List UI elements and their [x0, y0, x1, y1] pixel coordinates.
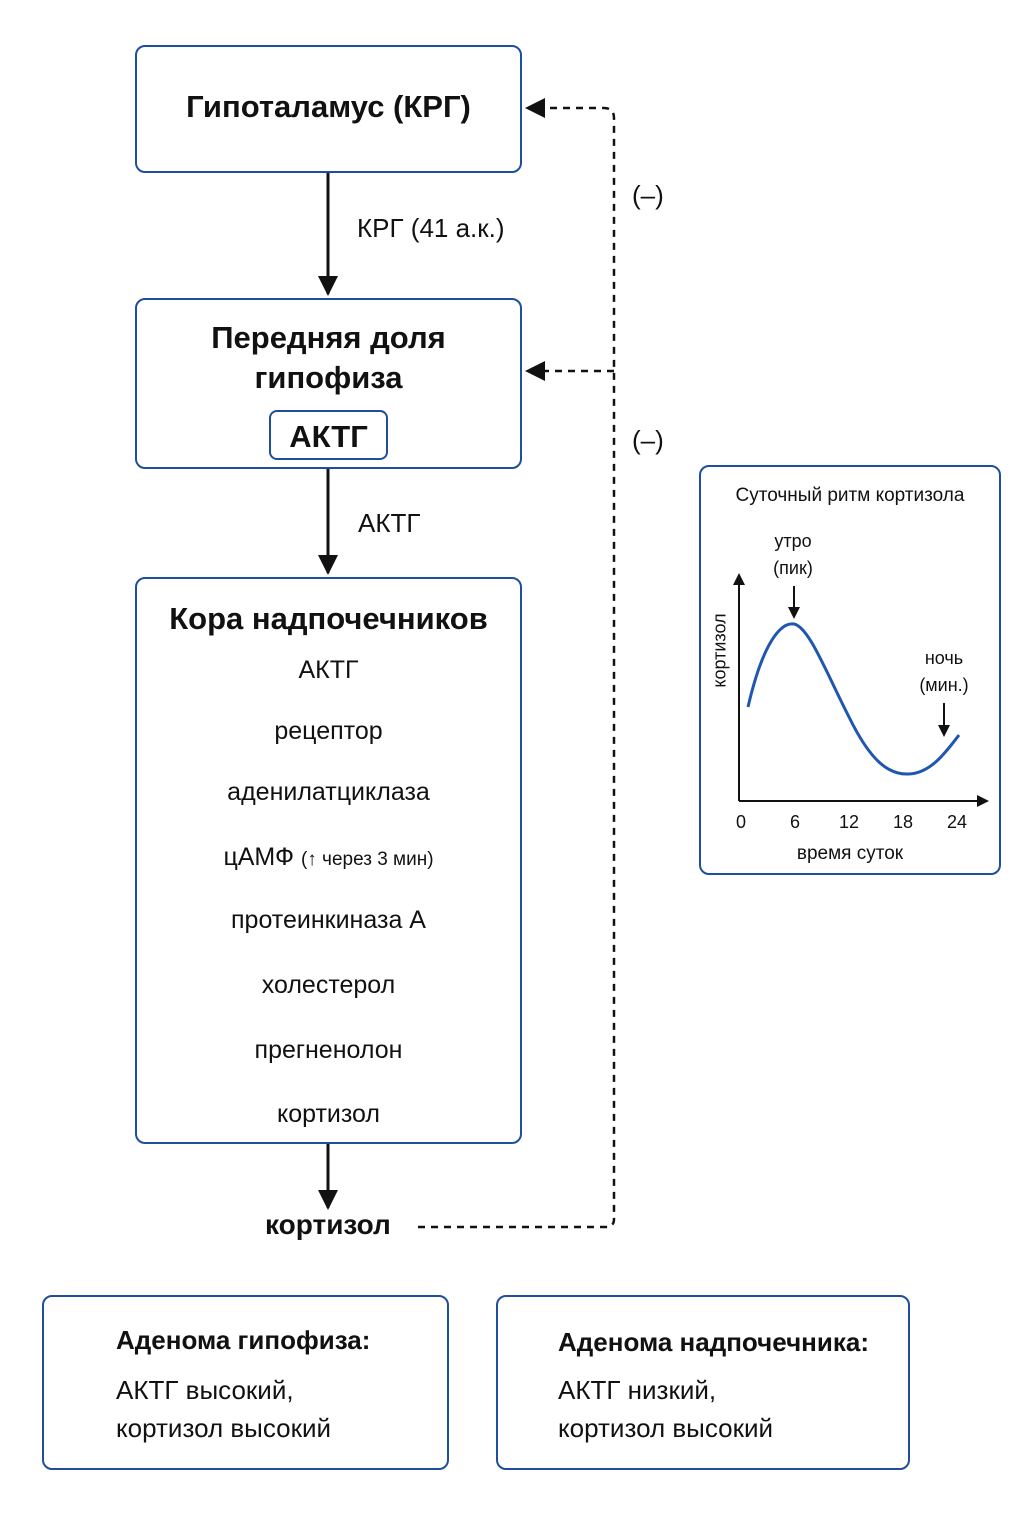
adrenal-cortex-box: Кора надпочечников АКТГ рецептор аденила… — [135, 577, 522, 1144]
cortisol-curve — [746, 622, 961, 776]
rhythm-tick-0: 0 — [735, 812, 746, 832]
step-adenylate-cyclase: аденилатциклаза — [227, 778, 430, 806]
pituitary-adenoma-title: Аденома гипофиза: — [116, 1325, 371, 1355]
step-cortisol: кортизол — [276, 1100, 380, 1128]
step-camp-label: цАМФ — [223, 843, 294, 871]
rhythm-min-label-2: (мин.) — [919, 675, 969, 695]
camp-timing-note: (↑ через 3 мин) — [300, 849, 434, 870]
adrenal-adenoma-line1: АКТГ низкий, — [558, 1375, 717, 1405]
pituitary-adenoma-line1: АКТГ высокий, — [116, 1375, 294, 1405]
adrenal-adenoma-line2: кортизол высокий — [558, 1413, 774, 1443]
feedback-negative-upper: (–) — [632, 180, 664, 210]
cortisol-rhythm-box: Суточный ритм кортизола утро (пик) ночь … — [699, 465, 1001, 875]
feedback-arrowhead-pituitary — [525, 361, 545, 381]
rhythm-tick-18: 18 — [892, 812, 914, 832]
pituitary-title-line1: Передняя доля — [211, 320, 446, 355]
feedback-arrowhead-hypothalamus — [525, 98, 545, 118]
pituitary-adenoma-box: Аденома гипофиза: АКТГ высокий, кортизол… — [42, 1295, 449, 1470]
adrenal-adenoma-title: Аденома надпочечника: — [558, 1327, 869, 1357]
pituitary-title-line2: гипофиза — [254, 360, 403, 395]
step-camp: цАМФ (↑ через 3 мин) — [137, 843, 520, 872]
rhythm-plot — [733, 573, 989, 807]
step-receptor: рецептор — [274, 717, 383, 745]
pituitary-adenoma-line2: кортизол высокий — [116, 1413, 332, 1443]
rhythm-tick-6: 6 — [789, 812, 800, 832]
rhythm-peak-label-2: (пик) — [773, 558, 813, 578]
hypothalamus-box: Гипоталамус (КРГ) — [135, 45, 522, 173]
acth-arrow-label: АКТГ — [358, 508, 421, 538]
acth-badge: АКТГ — [269, 410, 388, 460]
rhythm-min-label-1: ночь — [924, 648, 964, 668]
feedback-negative-lower: (–) — [632, 425, 664, 455]
acth-badge-label: АКТГ — [289, 419, 368, 454]
adrenal-adenoma-box: Аденома надпочечника: АКТГ низкий, корти… — [496, 1295, 910, 1470]
hypothalamus-title: Гипоталамус (КРГ) — [186, 89, 471, 124]
rhythm-title: Суточный ритм кортизола — [735, 485, 965, 506]
step-acth: АКТГ — [298, 656, 359, 684]
rhythm-tick-12: 12 — [838, 812, 860, 832]
step-cholesterol: холестерол — [261, 971, 396, 999]
pituitary-box: Передняя доля гипофиза АКТГ — [135, 298, 522, 469]
step-pregnenolone: прегненолон — [254, 1036, 403, 1064]
cortisol-output-label: кортизол — [265, 1209, 391, 1240]
rhythm-tick-24: 24 — [946, 812, 968, 832]
rhythm-x-label: время суток — [796, 843, 904, 864]
adrenal-cortex-title: Кора надпочечников — [169, 601, 488, 636]
crh-arrow-label: КРГ (41 а.к.) — [357, 213, 505, 243]
feedback-lines — [418, 106, 616, 1229]
rhythm-peak-label-1: утро — [774, 531, 812, 551]
step-protein-kinase-a: протеинкиназа А — [231, 906, 426, 934]
